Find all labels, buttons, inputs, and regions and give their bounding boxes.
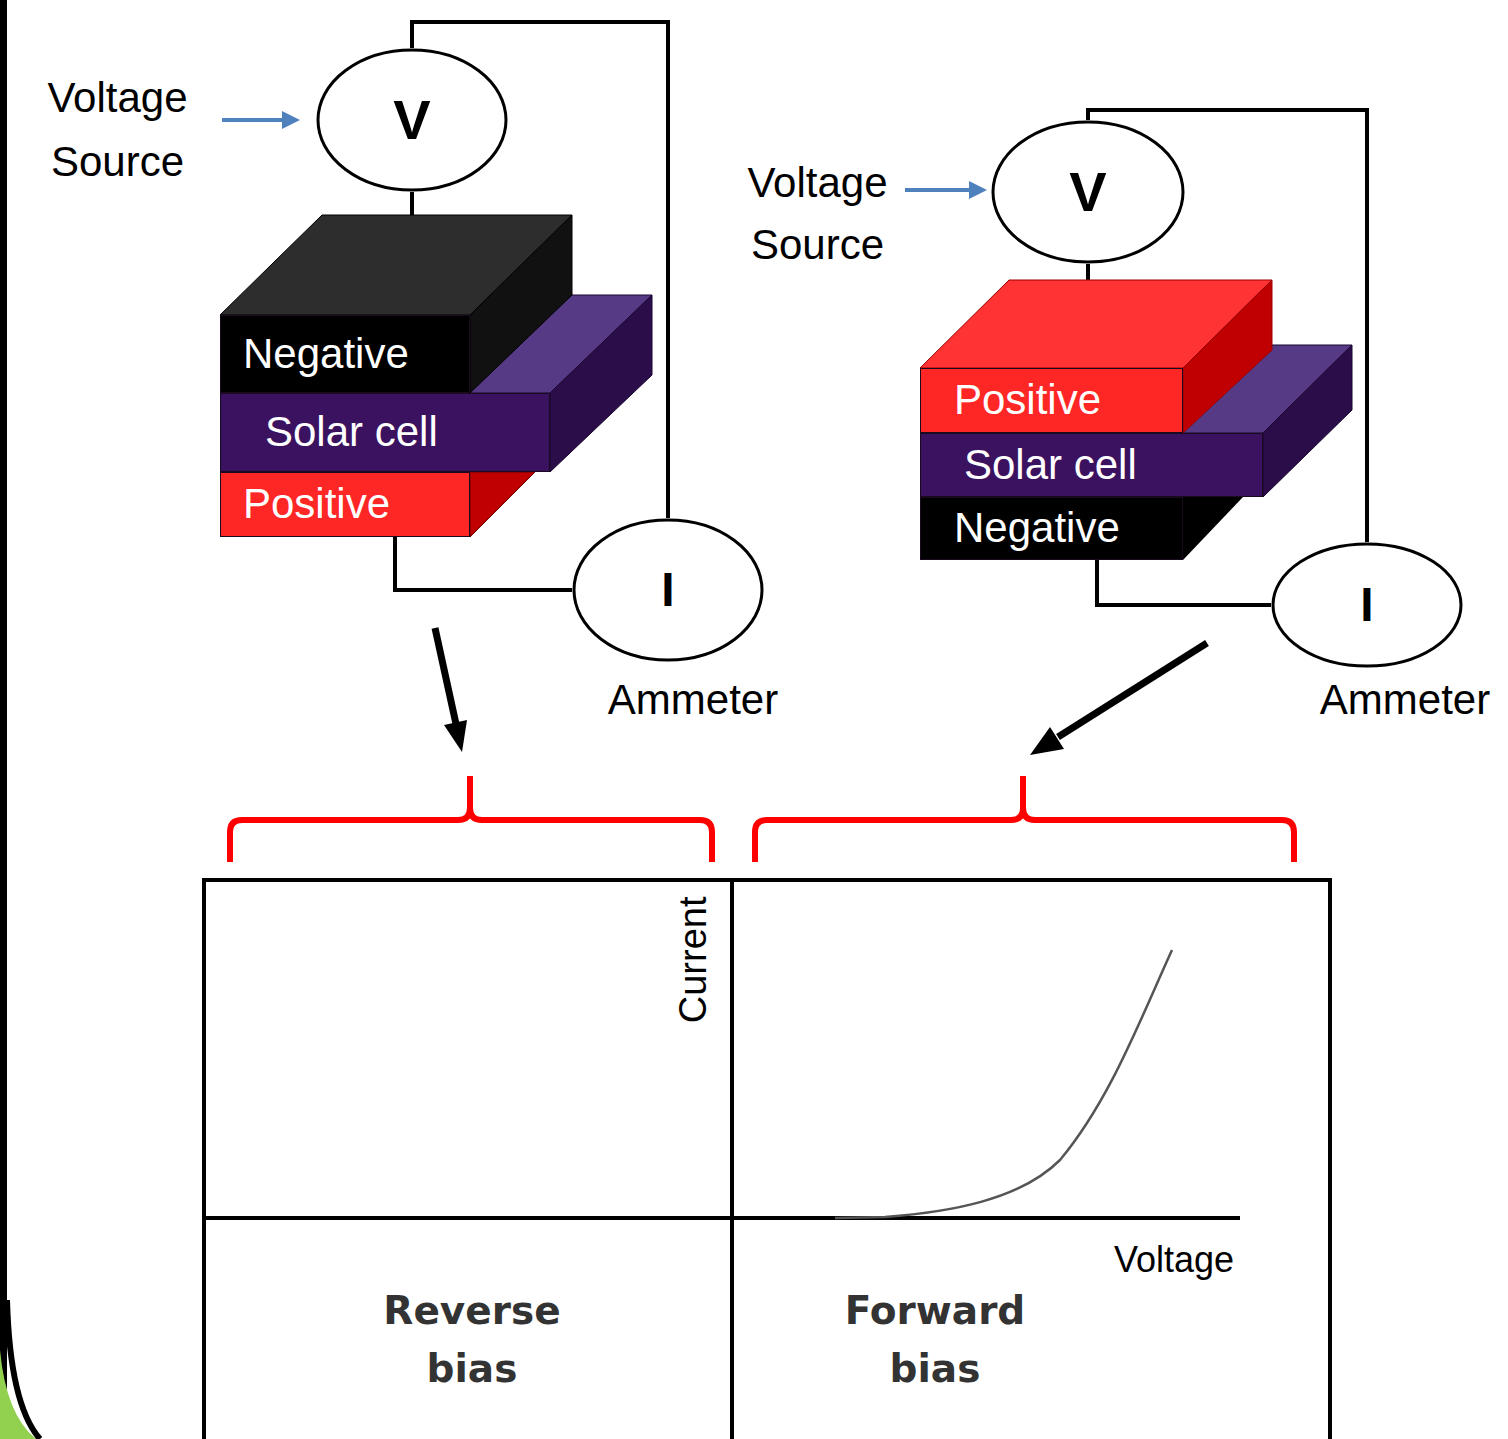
cell-side-face: [1263, 345, 1352, 497]
callout-label: Voltage Source: [30, 66, 205, 194]
electrode-side-face: [470, 215, 572, 393]
electrode-side-face: [1183, 280, 1272, 433]
circle-outline: [993, 122, 1183, 262]
layer-label: Positive: [243, 481, 390, 527]
electrode-side-face: [1183, 497, 1243, 560]
wire: [1097, 560, 1271, 605]
slide-corner-edge: [7, 1300, 40, 1439]
voltage-source-symbol: V: [316, 48, 508, 192]
layer-label: Negative: [954, 505, 1120, 551]
ammeter-symbol: IAmmeter: [1271, 542, 1463, 668]
symbol-letter: I: [661, 566, 674, 614]
iv-curve: [835, 950, 1172, 1218]
layer-label: Solar cell: [265, 409, 438, 455]
cell-side-face: [550, 295, 652, 472]
leader-arrow: [905, 188, 971, 192]
pointer-arrow: [1058, 643, 1207, 737]
bracket: [755, 776, 1294, 862]
region-label: Reverse bias: [342, 1282, 602, 1398]
circle-outline: [318, 50, 506, 190]
voltage-source-symbol: V: [991, 120, 1185, 264]
arrow-head: [969, 181, 987, 199]
graph-frame: [204, 880, 1330, 1439]
solar-cell-layer: Solar cell: [920, 433, 1263, 497]
electrode-layer: Positive: [220, 472, 470, 537]
arrow-head: [1030, 727, 1064, 755]
electrode-layer: Negative: [920, 497, 1183, 560]
callout-label: Voltage Source: [730, 152, 905, 276]
axis-title: Current: [671, 897, 715, 1024]
symbol-letter: I: [1360, 581, 1373, 629]
electrode-layer: Negative: [220, 315, 470, 393]
electrode-layer: Positive: [920, 368, 1183, 433]
arrow-head: [282, 111, 300, 129]
circle-outline: [574, 520, 762, 660]
symbol-letter: V: [393, 92, 430, 148]
axis-title: Voltage: [1114, 1239, 1234, 1280]
current-axis: [730, 880, 734, 1439]
region-label: Forward bias: [805, 1282, 1065, 1398]
bracket: [230, 776, 712, 862]
arrow-head: [444, 720, 467, 752]
symbol-letter: V: [1069, 164, 1106, 220]
leader-arrow: [222, 118, 284, 122]
ammeter-symbol: IAmmeter: [572, 518, 764, 662]
layer-label: Solar cell: [964, 442, 1137, 488]
pointer-arrow: [435, 628, 456, 724]
wire: [395, 537, 572, 590]
voltage-axis: [204, 1216, 1240, 1220]
solar-cell-layer: Solar cell: [220, 393, 550, 472]
instrument-label: Ammeter: [1309, 676, 1501, 724]
layer-label: Negative: [243, 331, 409, 377]
layer-label: Positive: [954, 377, 1101, 423]
electrode-side-face: [470, 472, 535, 537]
instrument-label: Ammeter: [597, 676, 789, 724]
slide-border: [0, 0, 7, 1439]
circle-outline: [1273, 544, 1461, 666]
